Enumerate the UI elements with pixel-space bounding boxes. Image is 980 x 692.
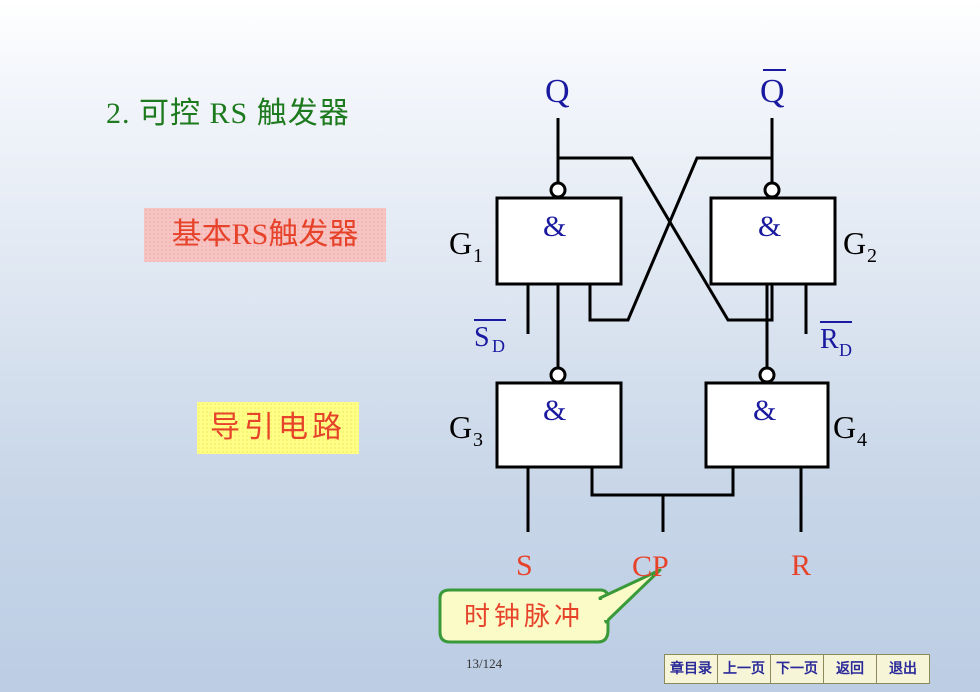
g1-index: 1 xyxy=(473,245,483,267)
next-page-button[interactable]: 下一页 xyxy=(771,655,824,683)
cp-bus xyxy=(590,467,735,497)
g2-symbol: & xyxy=(758,210,781,243)
guide-circuit-label: 导引电路 xyxy=(197,402,359,454)
page-number: 13/124 xyxy=(466,656,503,671)
s-input-label: S xyxy=(516,549,533,582)
q-label: Q xyxy=(545,73,570,110)
chapter-index-button[interactable]: 章目录 xyxy=(665,655,718,683)
cross-wire-2 xyxy=(588,156,772,322)
rd-sub: D xyxy=(839,340,852,360)
g3-bubble xyxy=(549,366,567,384)
g1-bubble xyxy=(549,181,567,199)
sd-main: S xyxy=(474,322,490,353)
g3-index: 3 xyxy=(473,429,483,451)
g3-symbol: & xyxy=(543,394,566,427)
cross-wire-1 xyxy=(558,156,774,322)
g4-bubble xyxy=(758,366,776,384)
g4-name: G xyxy=(833,409,856,445)
qbar-label: Q xyxy=(760,73,785,110)
g1-symbol: & xyxy=(543,210,566,243)
g1-name: G xyxy=(449,225,472,261)
rd-main: R xyxy=(820,324,839,355)
clock-pulse-callout-text: 时钟脉冲 xyxy=(463,602,584,631)
prev-page-button[interactable]: 上一页 xyxy=(718,655,771,683)
page-title: 2. 可控 RS 触发器 xyxy=(106,97,350,130)
g2-bubble xyxy=(763,181,781,199)
sd-sub: D xyxy=(492,336,505,356)
g4-index: 4 xyxy=(857,429,867,451)
exit-button[interactable]: 退出 xyxy=(889,661,917,677)
g2-name: G xyxy=(843,225,866,261)
g4-symbol: & xyxy=(753,394,776,427)
basic-rs-label: 基本RS触发器 xyxy=(144,208,386,262)
cp-input-label: CP xyxy=(632,550,669,583)
g3-name: G xyxy=(449,409,472,445)
nav-bar: 章目录 上一页 下一页 返回 退出 xyxy=(664,654,930,684)
back-button[interactable]: 返回 xyxy=(824,655,877,683)
r-input-label: R xyxy=(791,549,811,582)
g2-index: 2 xyxy=(867,245,877,267)
